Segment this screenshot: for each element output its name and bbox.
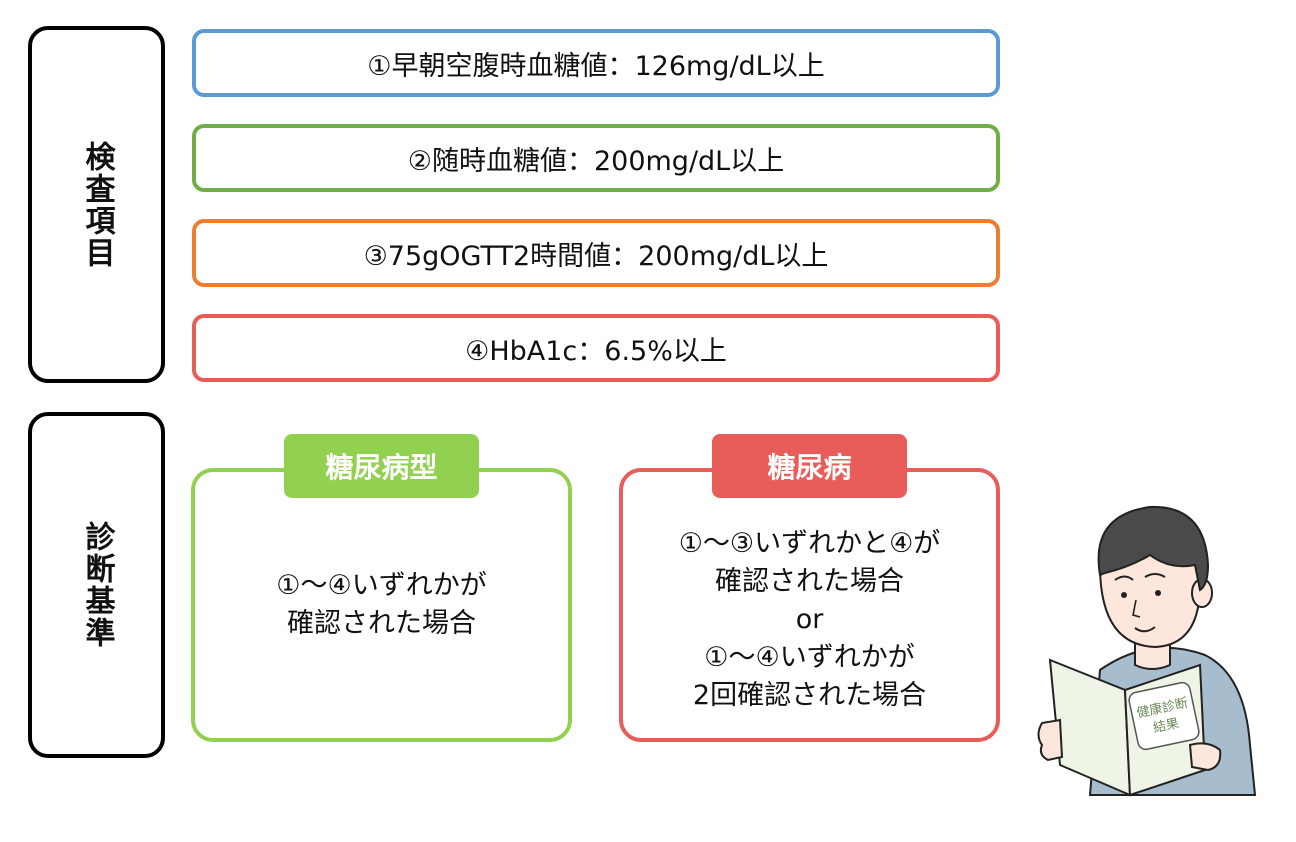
diabetes-line-4: 2回確認された場合 [692, 680, 927, 711]
borderline-line-1: ①～④いずれかが [276, 570, 487, 601]
person-icon: 健康診断 結果 [1037, 505, 1257, 797]
exam-items-label-text: 検査項目 [79, 140, 115, 269]
borderline-tag-text: 糖尿病型 [325, 451, 438, 484]
diabetes-line-2: 確認された場合 [715, 566, 904, 597]
diabetes-line-1: ①～③いずれかと④が [678, 528, 941, 559]
exam-item-text: ③75gOGTT2時間値：200mg/dL以上 [363, 240, 829, 272]
exam-item-text: ①早朝空腹時血糖値：126mg/dL以上 [367, 50, 825, 82]
diabetes-box: ①～③いずれかと④が 確認された場合 or ①～④いずれかが 2回確認された場合 [619, 468, 1000, 742]
exam-item-fasting-glucose: ①早朝空腹時血糖値：126mg/dL以上 [192, 29, 1000, 97]
exam-item-hba1c: ④HbA1c：6.5%以上 [192, 314, 1000, 382]
diabetes-tag-text: 糖尿病 [767, 451, 852, 484]
exam-item-text: ②随時血糖値：200mg/dL以上 [407, 145, 785, 177]
diabetes-tag: 糖尿病 [712, 434, 907, 498]
booklet-title-line2: 結果 [1152, 716, 1181, 736]
exam-item-text: ④HbA1c：6.5%以上 [465, 335, 727, 367]
criteria-label-text: 診断基準 [79, 521, 115, 649]
diabetes-or: or [795, 604, 824, 635]
exam-item-random-glucose: ②随時血糖値：200mg/dL以上 [192, 124, 1000, 192]
diabetes-line-3: ①～④いずれかが [704, 642, 915, 673]
exam-item-ogtt: ③75gOGTT2時間値：200mg/dL以上 [192, 219, 1000, 287]
criteria-section-label: 診断基準 [28, 412, 165, 758]
borderline-type-box: ①～④いずれかが 確認された場合 [191, 468, 572, 742]
borderline-type-tag: 糖尿病型 [284, 434, 479, 498]
exam-items-section-label: 検査項目 [28, 26, 165, 383]
borderline-line-2: 確認された場合 [287, 608, 476, 639]
man-reading-results-illustration: 健康診断 結果 [1030, 495, 1270, 805]
